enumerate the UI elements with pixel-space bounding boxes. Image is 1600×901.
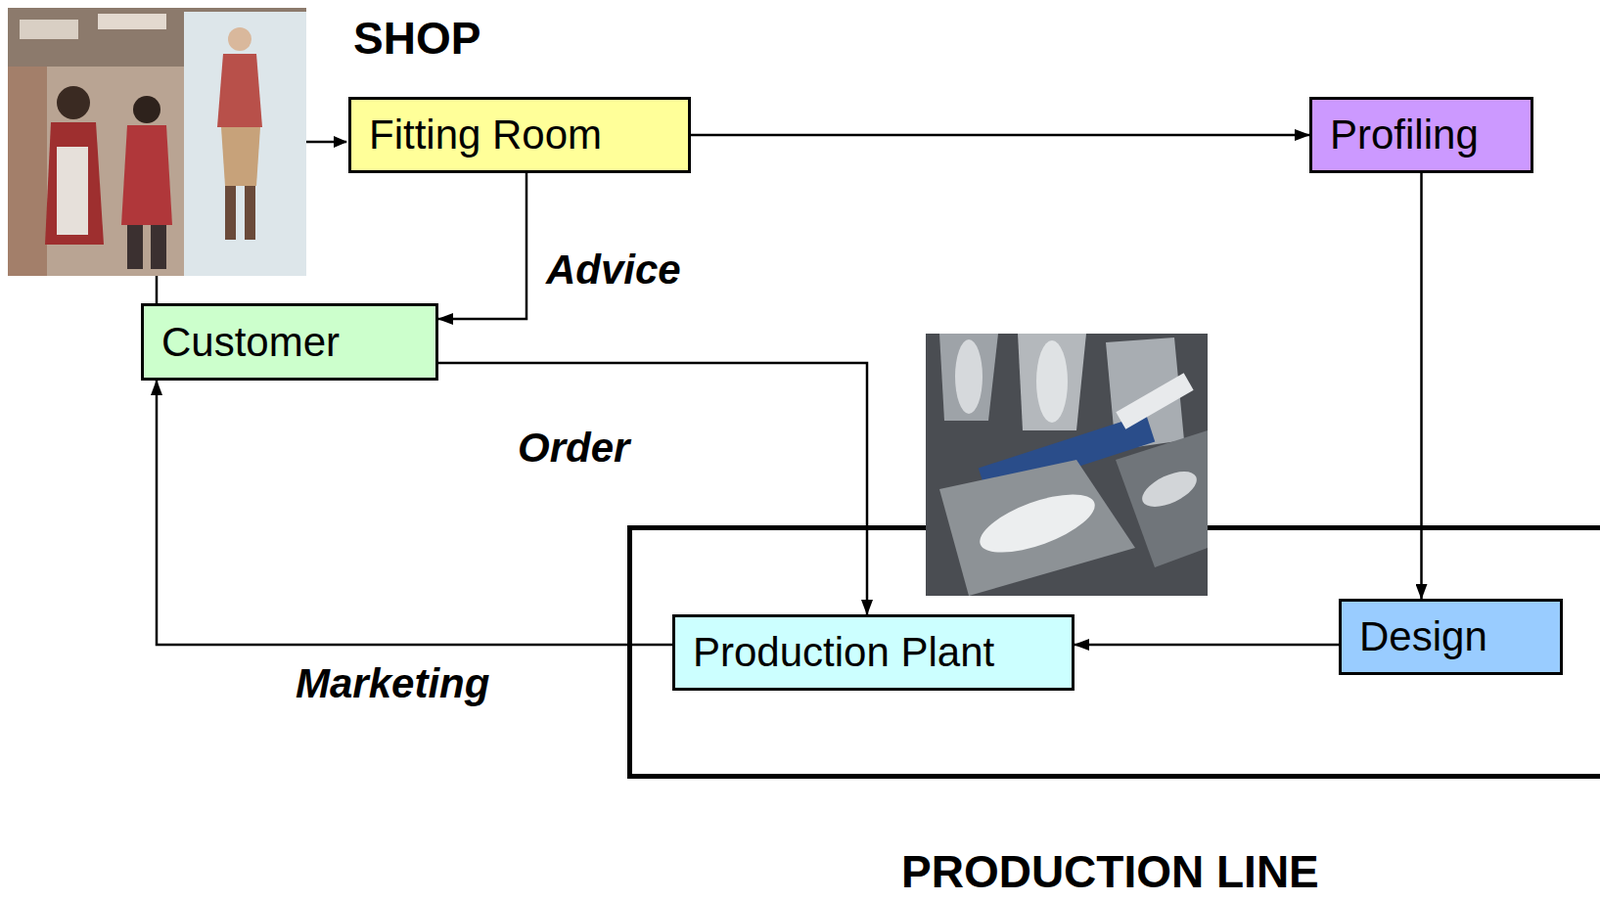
person-leg bbox=[150, 225, 167, 270]
flow-label: Order bbox=[514, 424, 633, 472]
photo-light bbox=[19, 19, 79, 40]
person-leg bbox=[127, 225, 143, 270]
poster-boot bbox=[225, 185, 236, 240]
flow-arrow bbox=[1419, 173, 1423, 599]
flow-label: Advice bbox=[543, 246, 685, 294]
person-head bbox=[56, 86, 91, 120]
photo-to-customer-line bbox=[155, 275, 159, 304]
mold-tray bbox=[1115, 430, 1208, 568]
person-head bbox=[133, 95, 161, 124]
photo-ground bbox=[925, 333, 1208, 596]
mold-photo bbox=[925, 333, 1208, 596]
sole-shape bbox=[972, 482, 1102, 565]
person-body bbox=[121, 125, 173, 226]
shop-photo bbox=[7, 7, 307, 276]
mold-part bbox=[1017, 333, 1087, 431]
box-label: Profiling bbox=[1329, 111, 1479, 159]
flow-arrow bbox=[156, 380, 673, 645]
sole-shape bbox=[955, 339, 983, 414]
photo-ground bbox=[7, 7, 307, 276]
mold-part bbox=[939, 333, 999, 421]
flow-arrow bbox=[690, 134, 1310, 138]
poster bbox=[183, 11, 307, 276]
poster-boot bbox=[244, 185, 256, 240]
process-box: Profiling bbox=[1309, 96, 1534, 174]
box-label: Fitting Room bbox=[368, 111, 602, 159]
box-label: Design bbox=[1359, 613, 1488, 661]
band-heading: PRODUCTION LINE bbox=[901, 849, 1320, 895]
flow-arrow bbox=[438, 363, 868, 615]
person-shirt bbox=[56, 146, 89, 235]
process-box: Fitting Room bbox=[348, 96, 691, 174]
flow-arrow bbox=[1074, 643, 1339, 647]
section-title: SHOP bbox=[353, 15, 481, 61]
mold-tray bbox=[939, 459, 1136, 596]
sole-shape bbox=[1115, 372, 1193, 429]
actor-box: Customer bbox=[140, 303, 439, 381]
poster-head bbox=[228, 27, 252, 51]
box-label: Production Plant bbox=[692, 629, 995, 677]
band-heading-holder: PRODUCTION LINE bbox=[901, 849, 1320, 895]
process-box: Design bbox=[1338, 598, 1563, 676]
flow-arrow bbox=[438, 173, 527, 320]
box-label: Customer bbox=[161, 319, 340, 366]
person-body bbox=[45, 122, 104, 245]
poster-trousers bbox=[221, 127, 261, 186]
flow-label: Marketing bbox=[292, 660, 493, 708]
photo-to-room-line bbox=[306, 140, 347, 144]
process-box: Production Plant bbox=[672, 614, 1075, 691]
sole-shape bbox=[1036, 340, 1068, 423]
poster-jacket bbox=[217, 53, 263, 128]
sole-shape bbox=[1137, 464, 1202, 515]
photo-wall bbox=[7, 66, 47, 276]
photo-light bbox=[97, 13, 167, 30]
